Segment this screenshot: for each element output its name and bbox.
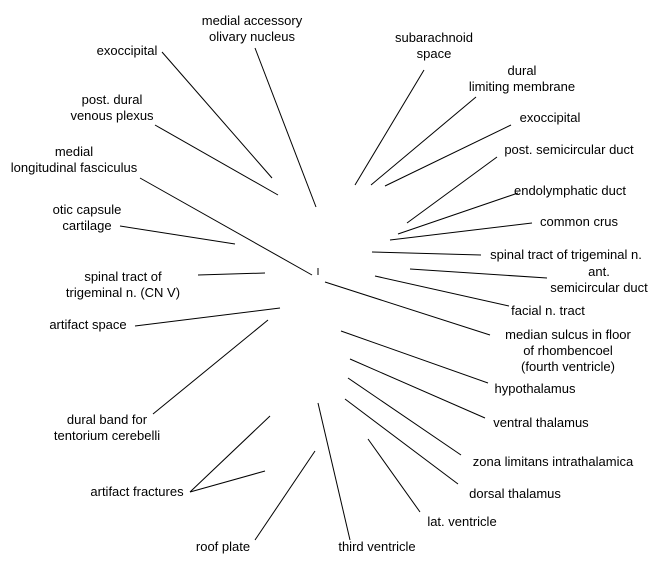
label-post-dural-venous-plexus-line-2: venous plexus xyxy=(70,108,154,123)
leader-lines xyxy=(119,47,548,541)
label-otic-capsule-cartilage-line-2: cartilage xyxy=(62,218,111,233)
leader-line-artifact-space xyxy=(134,307,281,327)
label-medial-accessory-olivary-nucleus-line-2: olivary nucleus xyxy=(209,29,295,44)
leader-line-medial-longitudinal-fasciculus xyxy=(139,177,313,276)
leader-line-artifact-fractures-1 xyxy=(189,415,271,493)
label-spinal-tract-trigeminal-cn-v-line-2: trigeminal n. (CN V) xyxy=(66,285,180,300)
label-third-ventricle: third ventricle xyxy=(338,539,415,554)
label-spinal-tract-trigeminal-right: spinal tract of trigeminal n. xyxy=(490,247,642,262)
leader-line-dural-band-tentorium xyxy=(152,319,269,415)
label-roof-plate: roof plate xyxy=(196,539,250,554)
leader-line-third-ventricle xyxy=(317,402,351,541)
label-facial-n-tract: facial n. tract xyxy=(511,303,585,318)
leader-line-spinal-tract-trigeminal-cn-v xyxy=(197,272,266,276)
leader-line-medial-accessory-olivary-nucleus xyxy=(254,47,317,208)
leader-line-post-dural-venous-plexus xyxy=(154,124,279,196)
leader-line-median-sulcus xyxy=(324,281,491,336)
leader-line-facial-n-tract xyxy=(374,275,510,307)
leader-line-dorsal-thalamus xyxy=(344,398,459,485)
leader-line-otic-capsule-cartilage xyxy=(119,225,236,245)
leader-line-exoccipital-right xyxy=(384,124,512,187)
label-post-semicircular-duct: post. semicircular duct xyxy=(504,142,634,157)
leader-line-hypothalamus xyxy=(340,330,489,384)
label-ant-semicircular-duct-line-2: semicircular duct xyxy=(550,280,648,295)
label-exoccipital-right: exoccipital xyxy=(520,110,581,125)
label-dural-limiting-membrane-line-1: dural xyxy=(508,63,537,78)
label-post-dural-venous-plexus-line-1: post. dural xyxy=(82,92,143,107)
label-dural-band-tentorium-line-1: dural band for xyxy=(67,412,148,427)
label-zona-limitans: zona limitans intrathalamica xyxy=(473,454,634,469)
label-subarachnoid-space-line-1: subarachnoid xyxy=(395,30,473,45)
label-median-sulcus-line-1: median sulcus in floor xyxy=(505,327,631,342)
label-hypothalamus: hypothalamus xyxy=(495,381,576,396)
label-medial-accessory-olivary-nucleus-line-1: medial accessory xyxy=(202,13,303,28)
label-artifact-space: artifact space xyxy=(49,317,126,332)
leader-line-endolymphatic-duct xyxy=(397,192,519,235)
label-exoccipital-left: exoccipital xyxy=(97,43,158,58)
leader-line-post-semicircular-duct xyxy=(406,156,498,224)
label-subarachnoid-space-line-2: space xyxy=(417,46,452,61)
leader-line-artifact-fractures-2 xyxy=(189,470,266,493)
leader-line-spinal-tract-trigeminal-right xyxy=(371,251,482,256)
label-medial-longitudinal-fasciculus-line-1: medial xyxy=(55,144,93,159)
label-common-crus: common crus xyxy=(540,214,619,229)
leader-line-ant-semicircular-duct xyxy=(409,268,548,279)
label-endolymphatic-duct: endolymphatic duct xyxy=(514,183,626,198)
label-median-sulcus-line-3: (fourth ventricle) xyxy=(521,359,615,374)
leader-line-lat-ventricle xyxy=(367,438,421,513)
label-dural-band-tentorium-line-2: tentorium cerebelli xyxy=(54,428,160,443)
leader-line-common-crus xyxy=(389,222,533,241)
leader-line-zona-limitans xyxy=(347,377,462,456)
label-spinal-tract-trigeminal-cn-v-line-1: spinal tract of xyxy=(84,269,162,284)
label-dorsal-thalamus: dorsal thalamus xyxy=(469,486,561,501)
label-ant-semicircular-duct-line-1: ant. xyxy=(588,264,610,279)
label-medial-longitudinal-fasciculus-line-2: longitudinal fasciculus xyxy=(11,160,138,175)
leader-line-dural-limiting-membrane xyxy=(370,96,477,186)
label-dural-limiting-membrane-line-2: limiting membrane xyxy=(469,79,575,94)
label-lat-ventricle: lat. ventricle xyxy=(427,514,496,529)
leader-line-roof-plate xyxy=(254,450,316,541)
label-otic-capsule-cartilage-line-1: otic capsule xyxy=(53,202,122,217)
label-ventral-thalamus: ventral thalamus xyxy=(493,415,589,430)
label-artifact-fractures: artifact fractures xyxy=(90,484,184,499)
leader-line-subarachnoid-space xyxy=(354,69,425,186)
leader-line-ventral-thalamus xyxy=(349,358,486,419)
label-median-sulcus-line-2: of rhombencoel xyxy=(523,343,613,358)
leader-line-exoccipital-left xyxy=(161,51,273,179)
